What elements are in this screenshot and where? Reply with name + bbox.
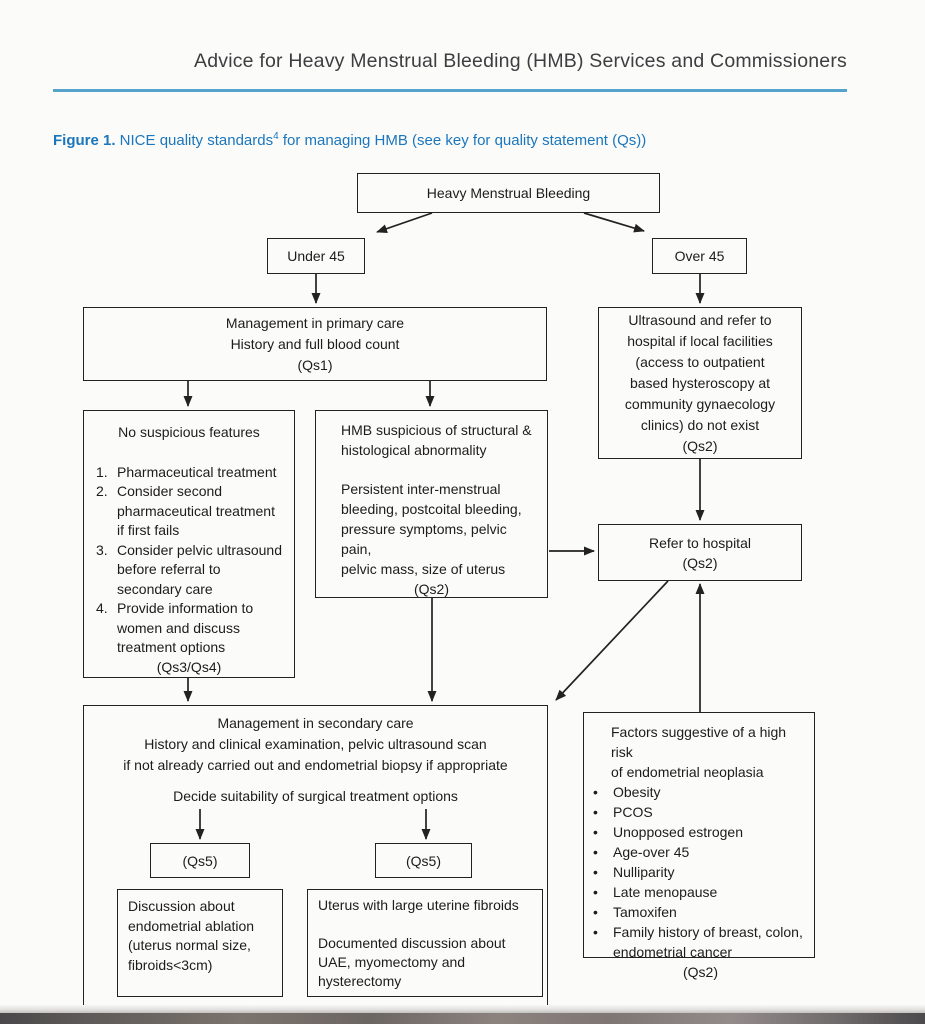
node-no-suspicious-footer: (Qs3/Qs4) bbox=[156, 658, 222, 675]
node-secondary-care-decide: Decide suitability of surgical treatment… bbox=[173, 788, 458, 804]
node-hmb-suspicious: HMB suspicious of structural & histologi… bbox=[315, 410, 548, 598]
node-primary-care-text: Management in primary care History and f… bbox=[225, 314, 405, 373]
bullet-icon: • bbox=[593, 804, 598, 820]
bullet-icon: • bbox=[593, 784, 598, 800]
node-heavy-menstrual-bleeding: Heavy Menstrual Bleeding bbox=[357, 173, 660, 213]
figure-caption: Figure 1. NICE quality standards4 for ma… bbox=[53, 131, 873, 149]
list-item: • Age-over 45 bbox=[591, 842, 810, 862]
list-item-number: 4. bbox=[96, 600, 108, 616]
node-under-45-label: Under 45 bbox=[287, 248, 345, 264]
spacer bbox=[341, 460, 539, 479]
list-item: • Nulliparity bbox=[591, 862, 810, 882]
window-bottom-edge bbox=[0, 1013, 925, 1024]
bullet-icon: • bbox=[593, 824, 598, 840]
bullet-icon: • bbox=[593, 884, 598, 900]
list-item-text: Obesity bbox=[613, 784, 661, 800]
list-item-number: 2. bbox=[96, 483, 108, 499]
node-heavy-menstrual-bleeding-label: Heavy Menstrual Bleeding bbox=[426, 185, 591, 201]
node-hmb-suspicious-footer: (Qs2) bbox=[414, 581, 449, 597]
node-uterine-fibroids-text: Uterus with large uterine fibroids Docum… bbox=[318, 897, 519, 989]
node-primary-care: Management in primary care History and f… bbox=[83, 307, 547, 381]
list-item: 2. Consider second pharmaceutical treatm… bbox=[96, 482, 288, 541]
node-high-risk-footer: (Qs2) bbox=[683, 964, 718, 980]
list-item: • Family history of breast, colon, endom… bbox=[591, 922, 810, 962]
node-uterine-fibroids: Uterus with large uterine fibroids Docum… bbox=[307, 889, 543, 997]
node-qs5-left-label: (Qs5) bbox=[182, 852, 218, 869]
node-under-45: Under 45 bbox=[267, 238, 365, 274]
node-refer-to-hospital-text: Refer to hospital (Qs2) bbox=[649, 534, 751, 571]
list-item-text: Family history of breast, colon, endomet… bbox=[613, 924, 803, 960]
list-item: • PCOS bbox=[591, 802, 810, 822]
node-ultrasound-refer: Ultrasound and refer to hospital if loca… bbox=[598, 307, 802, 459]
node-no-suspicious-features: No suspicious features 1. Pharmaceutical… bbox=[83, 410, 295, 678]
list-item: 1. Pharmaceutical treatment bbox=[96, 463, 288, 483]
bullet-icon: • bbox=[593, 844, 598, 860]
figure-caption-text: NICE quality standards bbox=[115, 132, 274, 149]
node-hmb-suspicious-para1: HMB suspicious of structural & histologi… bbox=[341, 422, 532, 458]
node-over-45: Over 45 bbox=[652, 238, 747, 274]
page-title: Advice for Heavy Menstrual Bleeding (HMB… bbox=[194, 50, 847, 72]
node-refer-to-hospital: Refer to hospital (Qs2) bbox=[598, 524, 802, 581]
list-item: • Unopposed estrogen bbox=[591, 822, 810, 842]
bullet-icon: • bbox=[593, 864, 598, 880]
list-item-number: 3. bbox=[96, 541, 108, 558]
list-item-text: Late menopause bbox=[613, 884, 718, 900]
no-suspicious-list: 1. Pharmaceutical treatment 2. Consider … bbox=[96, 463, 288, 658]
list-item-text: Tamoxifen bbox=[613, 904, 677, 920]
list-item: • Obesity bbox=[591, 782, 810, 802]
node-high-risk-factors: Factors suggestive of a high risk of end… bbox=[583, 712, 815, 980]
node-qs5-right-label: (Qs5) bbox=[406, 852, 441, 869]
node-endometrial-ablation-text: Discussion about endometrial ablation (u… bbox=[128, 898, 255, 973]
list-item-text: Pharmaceutical treatment bbox=[117, 463, 277, 480]
list-item-text: PCOS bbox=[613, 804, 653, 820]
node-endometrial-ablation: Discussion about endometrial ablation (u… bbox=[117, 889, 283, 997]
list-item-text: Consider second pharmaceutical treatment… bbox=[117, 483, 275, 538]
header-rule bbox=[53, 89, 847, 92]
high-risk-bullet-list: • Obesity • PCOS • Unopposed estrogen • … bbox=[591, 782, 810, 962]
node-secondary-care-header: Management in secondary care History and… bbox=[123, 715, 508, 773]
bullet-icon: • bbox=[593, 924, 598, 940]
node-no-suspicious-heading: No suspicious features bbox=[118, 424, 260, 440]
list-item-text: Unopposed estrogen bbox=[613, 824, 743, 840]
list-item-text: Provide information to women and discuss… bbox=[117, 600, 254, 655]
figure-caption-text-after: for managing HMB (see key for quality st… bbox=[278, 132, 647, 149]
node-over-45-label: Over 45 bbox=[674, 248, 725, 264]
list-item-text: Nulliparity bbox=[613, 864, 675, 880]
list-item-text: Consider pelvic ultrasound before referr… bbox=[117, 541, 282, 597]
bullet-icon: • bbox=[593, 904, 598, 920]
node-hmb-suspicious-para2: Persistent inter-menstrual bleeding, pos… bbox=[341, 481, 522, 577]
list-item: 3. Consider pelvic ultrasound before ref… bbox=[96, 541, 288, 600]
figure-caption-superscript: 4 bbox=[273, 131, 279, 142]
figure-caption-label: Figure 1. bbox=[53, 132, 116, 149]
arrow-hmb-to-under45 bbox=[376, 212, 433, 233]
node-ultrasound-refer-text: Ultrasound and refer to hospital if loca… bbox=[624, 311, 776, 454]
list-item: • Tamoxifen bbox=[591, 902, 810, 922]
list-item: 4. Provide information to women and disc… bbox=[96, 599, 288, 658]
list-item: • Late menopause bbox=[591, 882, 810, 902]
arrow-hmb-to-over45 bbox=[583, 212, 645, 233]
list-item-text: Age-over 45 bbox=[613, 844, 690, 860]
arrow-refer-to-secondary bbox=[555, 580, 669, 701]
spacer bbox=[96, 443, 288, 463]
window-bottom-edge-highlight bbox=[0, 1005, 925, 1013]
list-item-number: 1. bbox=[96, 463, 108, 480]
node-qs5-right: (Qs5) bbox=[375, 843, 472, 878]
node-high-risk-heading: Factors suggestive of a high risk of end… bbox=[611, 724, 787, 780]
node-qs5-left: (Qs5) bbox=[150, 843, 250, 878]
